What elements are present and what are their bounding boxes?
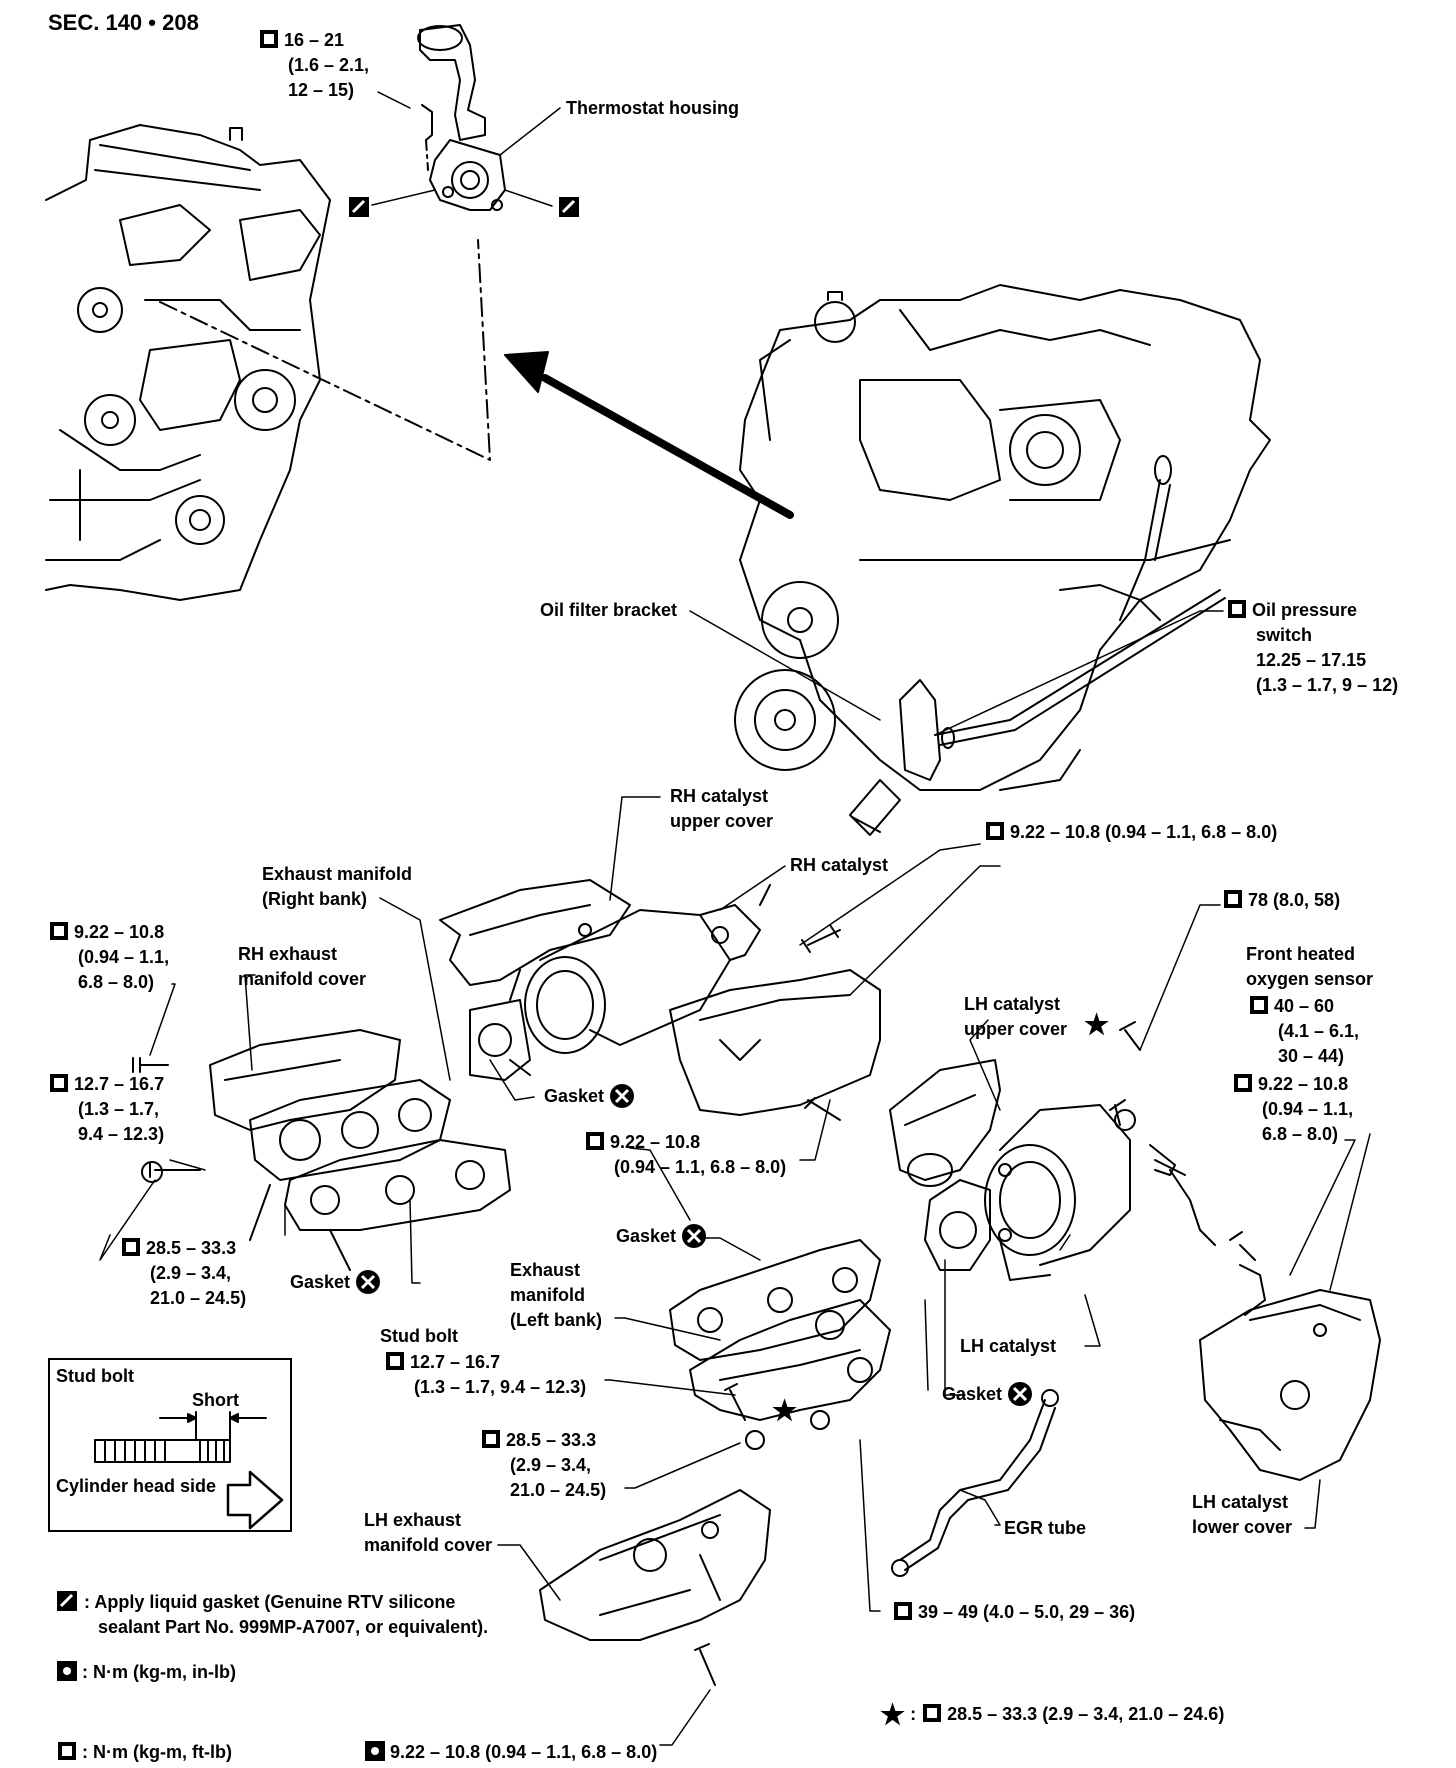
rh-catalyst-upper-cover-part <box>439 879 631 986</box>
lh-stud-torque-label: 12.7 – 16.7 (1.3 – 1.7, 9.4 – 12.3) <box>384 1350 586 1400</box>
replace-gasket-icon <box>682 1224 707 1248</box>
lh-exhaust-manifold-cover-part <box>539 1489 771 1641</box>
o2-sensor-nut-torque-label: 78 (8.0, 58) <box>1222 888 1340 913</box>
torque-wrench-icon <box>923 1704 942 1722</box>
rh-stud-torque-label: 12.7 – 16.7 (1.3 – 1.7, 9.4 – 12.3) <box>48 1072 164 1147</box>
oil-pressure-switch-label: Oil pressure switch 12.25 – 17.15 (1.3 –… <box>1226 598 1398 698</box>
stud-box-side-label: Cylinder head side <box>56 1476 217 1496</box>
stud-box-title: Stud bolt <box>56 1366 134 1386</box>
torque-wrench-icon <box>122 1238 140 1256</box>
legend-star-note: ★ : 28.5 – 33.3 (2.9 – 3.4, 21.0 – 24.6) <box>880 1699 1225 1730</box>
stud-bolt-label: Stud bolt <box>380 1326 458 1346</box>
engine-side-view <box>734 284 1271 836</box>
torque-wrench-icon <box>986 822 1004 840</box>
replace-gasket-icon <box>610 1084 635 1108</box>
torque-wrench-icon <box>260 30 278 48</box>
replace-gasket-icon <box>356 1270 381 1294</box>
lh-catalyst-gasket-label: Gasket <box>942 1382 1033 1407</box>
torque-wrench-solid-icon <box>57 1661 77 1681</box>
lh-exhaust-manifold-cover-label: LH exhaust manifold cover <box>364 1510 493 1555</box>
torque-wrench-icon <box>386 1352 404 1370</box>
liquid-gasket-icon <box>559 197 579 217</box>
torque-wrench-icon <box>50 1074 68 1092</box>
rh-catalyst-part <box>469 884 771 1081</box>
stud-bolt-inset: Stud bolt Short Cylinder head side <box>48 1358 292 1532</box>
lh-nut-torque-label: 28.5 – 33.3 (2.9 – 3.4, 21.0 – 24.5) <box>480 1428 606 1503</box>
torque-wrench-icon <box>1228 600 1246 618</box>
torque-wrench-solid-icon <box>365 1741 385 1761</box>
lh-catalyst-upper-cover-part <box>889 1059 1001 1187</box>
lh-catalyst-part <box>984 1099 1131 1281</box>
star-marker-icon: ★ <box>772 1395 798 1426</box>
stud-bolt-illustration <box>94 1411 284 1530</box>
rh-catalyst-bolt-torque-label: 9.22 – 10.8 (0.94 – 1.1, 6.8 – 8.0) <box>584 1130 786 1180</box>
lh-catalyst-gasket-part <box>924 1179 991 1271</box>
lh-catalyst-upper-cover-label: LH catalyst upper cover <box>964 994 1068 1039</box>
rh-heat-shield-torque-label: 9.22 – 10.8 (0.94 – 1.1, 6.8 – 8.0) <box>48 920 169 995</box>
legend-nm-ft-lb: : N·m (kg-m, ft-lb) <box>56 1740 232 1765</box>
lh-catalyst-label: LH catalyst <box>960 1336 1057 1356</box>
oxygen-sensor-part <box>1154 1159 1266 1316</box>
rh-catalyst-upper-cover-label: RH catalyst upper cover <box>670 786 774 831</box>
rh-catalyst-gasket-label: Gasket <box>544 1084 635 1109</box>
rh-manifold-gasket-label: Gasket <box>290 1270 381 1295</box>
torque-wrench-icon <box>894 1602 912 1620</box>
rh-catalyst-label: RH catalyst <box>790 855 889 875</box>
torque-wrench-icon <box>1234 1074 1252 1092</box>
legend-liquid-gasket: : Apply liquid gasket (Genuine RTV silic… <box>56 1590 488 1640</box>
direction-arrow <box>504 351 794 519</box>
section-number: SEC. 140 • 208 <box>48 10 199 35</box>
engine-front-view <box>45 124 331 601</box>
thermostat-housing-part <box>417 24 506 211</box>
star-marker-icon: ★ <box>1084 1009 1110 1040</box>
liquid-gasket-icon <box>349 197 369 217</box>
lh-catalyst-lower-cover-part <box>1199 1289 1381 1481</box>
lh-catalyst-lower-cover-label: LH catalyst lower cover <box>1192 1492 1293 1537</box>
egr-tube-label: EGR tube <box>1004 1518 1087 1538</box>
thermostat-housing-label: Thermostat housing <box>566 98 740 118</box>
egr-torque-label: 39 – 49 (4.0 – 5.0, 29 – 36) <box>892 1600 1135 1625</box>
torque-wrench-icon <box>1224 890 1242 908</box>
bottom-bolt-torque-label: 9.22 – 10.8 (0.94 – 1.1, 6.8 – 8.0) <box>364 1740 657 1765</box>
torque-wrench-icon <box>586 1132 604 1150</box>
star-icon: ★ <box>880 1699 906 1730</box>
torque-wrench-icon <box>58 1742 76 1760</box>
exhaust-manifold-left-label: Exhaust manifold (Left bank) <box>510 1260 602 1330</box>
lh-exhaust-manifold-part <box>669 1239 891 1421</box>
lh-cover-torque-label: 9.22 – 10.8 (0.94 – 1.1, 6.8 – 8.0) <box>1232 1072 1353 1147</box>
replace-gasket-icon <box>1008 1382 1033 1406</box>
oxygen-sensor-torque-label: 40 – 60 (4.1 – 6.1, 30 – 44) <box>1248 994 1359 1069</box>
egr-tube-part <box>891 1389 1059 1577</box>
legend-nm-in-lb: : N·m (kg-m, in-lb) <box>56 1660 236 1685</box>
rh-catalyst-cover-torque-label: 9.22 – 10.8 (0.94 – 1.1, 6.8 – 8.0) <box>984 820 1277 845</box>
thermostat-bolt-torque-label: 16 – 21 (1.6 – 2.1, 12 – 15) <box>258 28 369 103</box>
lh-manifold-gasket-label: Gasket <box>616 1224 707 1249</box>
exhaust-manifold-right-label: Exhaust manifold (Right bank) <box>262 864 413 909</box>
torque-wrench-icon <box>50 922 68 940</box>
oil-filter-bracket-label: Oil filter bracket <box>540 600 678 620</box>
rh-exhaust-manifold-part <box>209 1029 511 1271</box>
rh-catalyst-lower-cover-part <box>669 969 881 1116</box>
front-heated-oxygen-sensor-label: Front heated oxygen sensor <box>1246 944 1374 989</box>
liquid-gasket-icon <box>57 1591 77 1611</box>
leader-lines <box>99 91 1371 1746</box>
rh-exhaust-manifold-cover-label: RH exhaust manifold cover <box>238 944 367 989</box>
torque-wrench-icon <box>1250 996 1268 1014</box>
stud-box-short-label: Short <box>192 1390 239 1410</box>
rh-nut-torque-label: 28.5 – 33.3 (2.9 – 3.4, 21.0 – 24.5) <box>120 1236 246 1311</box>
torque-wrench-icon <box>482 1430 500 1448</box>
